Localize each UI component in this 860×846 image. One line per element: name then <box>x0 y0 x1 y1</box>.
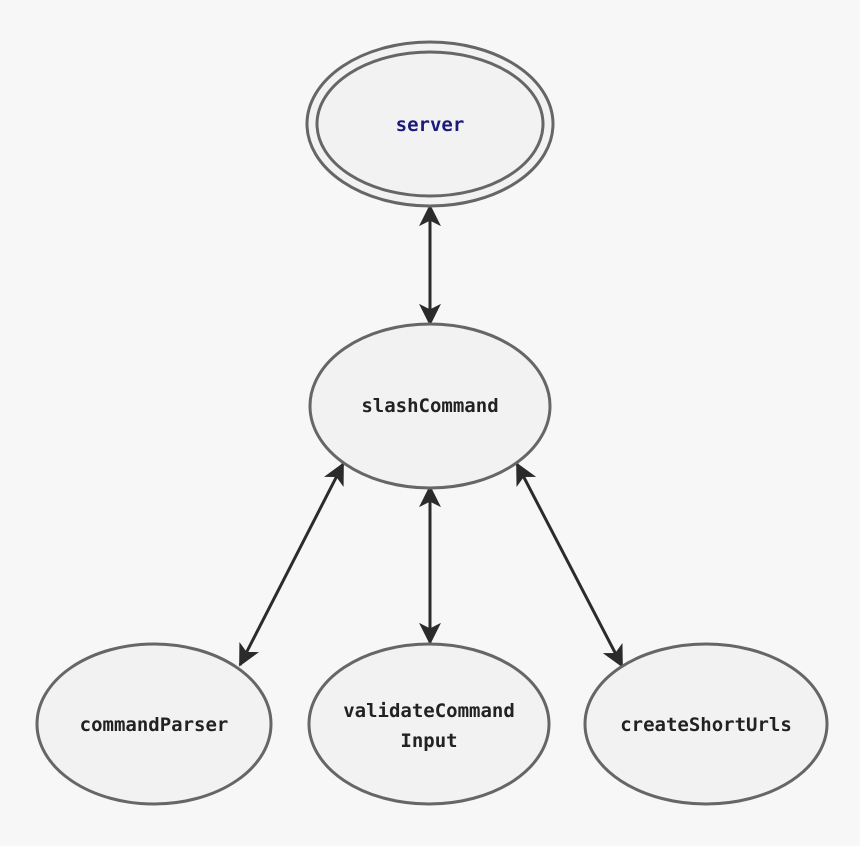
node-server-label: server <box>396 114 465 136</box>
node-validate-command-input[interactable]: validateCommand Input <box>307 642 551 806</box>
node-command-parser[interactable]: commandParser <box>35 642 273 806</box>
node-slash-command-label: slashCommand <box>361 395 498 417</box>
node-command-parser-label: commandParser <box>80 714 229 736</box>
node-create-short-urls[interactable]: createShortUrls <box>583 642 829 806</box>
node-slash-command[interactable]: slashCommand <box>308 322 552 490</box>
node-command-parser-shape <box>35 642 273 806</box>
node-validate-command-input-label-line1: validateCommand <box>343 700 515 722</box>
edge-slashcommand-commandparser <box>238 462 345 667</box>
node-create-short-urls-label: createShortUrls <box>620 714 792 736</box>
node-validate-command-input-label-line2: Input <box>400 730 457 752</box>
node-validate-command-input-shape <box>307 642 551 806</box>
node-server-inner-ring <box>315 50 545 198</box>
node-server[interactable]: server <box>305 40 555 208</box>
edge-slashcommand-createshorturls <box>515 462 624 668</box>
node-create-short-urls-shape <box>583 642 829 806</box>
node-slash-command-shape <box>308 322 552 490</box>
